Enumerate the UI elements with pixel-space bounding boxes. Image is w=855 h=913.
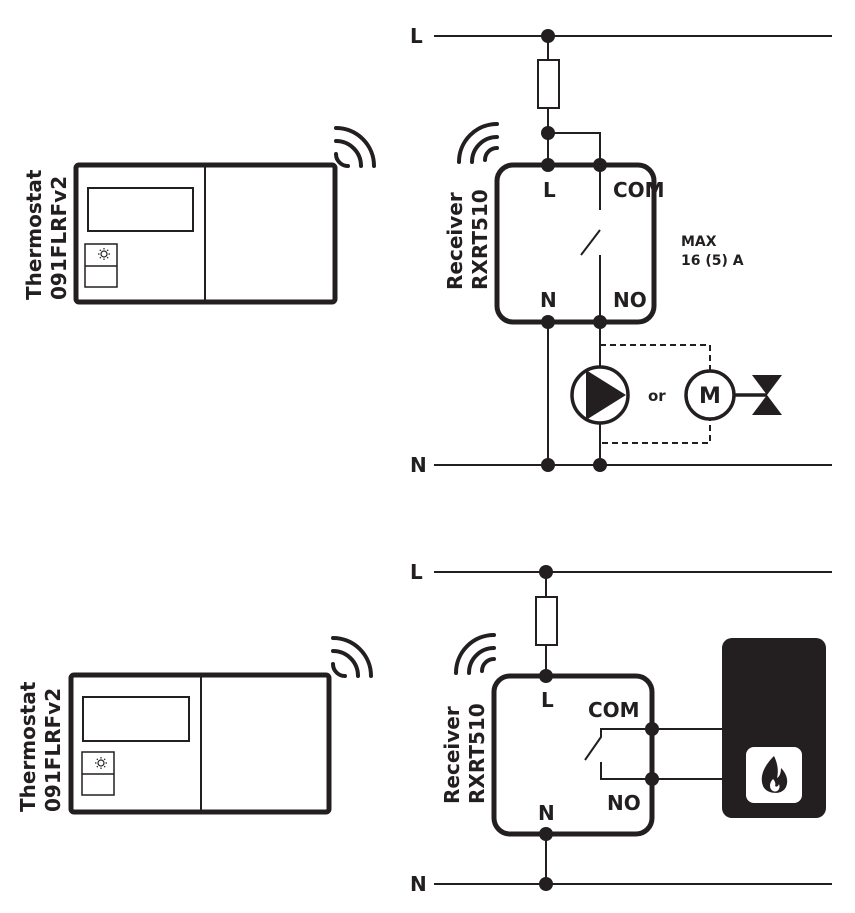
sun-icon (95, 757, 107, 769)
boiler-icon (722, 638, 826, 818)
moon-icon (101, 271, 106, 281)
terminal-n: N (540, 288, 557, 312)
terminal-com: COM (588, 698, 640, 722)
thermostat-bottom: Thermostat 091FLRFv2 (16, 636, 373, 815)
thermostat-label-line2: 091FLRFv2 (41, 688, 65, 812)
line-label: L (410, 24, 423, 48)
receiver-label-line1: Receiver (443, 192, 467, 290)
receiver-top: Receiver RXRT510 L COM N NO (443, 122, 665, 325)
motor-label: M (699, 384, 721, 409)
moon-icon (98, 780, 103, 790)
wireless-signal-icon (457, 122, 499, 164)
supply-rails-bottom: L N (410, 560, 832, 896)
thermostat-display (87, 187, 194, 232)
terminal-n: N (538, 801, 555, 825)
receiver-label-line2: RXRT510 (465, 703, 489, 804)
terminal-com: COM (613, 178, 665, 202)
valve-icon (734, 375, 782, 415)
thermostat-label-line1: Thermostat (16, 681, 40, 812)
flame-icon (746, 747, 802, 803)
receiver-bottom: Receiver RXRT510 L COM N NO (440, 633, 655, 837)
terminal-l: L (541, 688, 554, 712)
fuse-icon (537, 59, 560, 109)
thermostat-buttons (84, 243, 118, 288)
pump-icon (570, 365, 630, 425)
neutral-label: N (410, 872, 427, 896)
terminal-l: L (543, 178, 556, 202)
wireless-signal-icon (331, 636, 373, 678)
or-label: or (648, 387, 666, 405)
junction-dots-bottom (539, 565, 659, 891)
wiring-bottom (545, 572, 722, 884)
thermostat-top: Thermostat 091FLRFv2 (22, 126, 376, 305)
thermostat-buttons (81, 751, 115, 796)
sun-icon (98, 248, 110, 260)
max-rating-line1: MAX (681, 234, 717, 250)
max-rating-line2: 16 (5) A (681, 253, 744, 269)
wiring-top (547, 36, 711, 465)
thermostat-display (82, 696, 190, 742)
motor-icon: M (684, 369, 736, 421)
fuse-icon (535, 596, 558, 646)
line-label: L (410, 560, 423, 584)
wireless-signal-icon (454, 633, 496, 675)
terminal-no: NO (607, 791, 641, 815)
neutral-label: N (410, 453, 427, 477)
junction-dots-top (541, 29, 607, 472)
thermostat-label-line1: Thermostat (22, 169, 46, 300)
thermostat-label-line2: 091FLRFv2 (47, 176, 71, 300)
wireless-signal-icon (334, 126, 376, 168)
receiver-label-line1: Receiver (440, 706, 464, 804)
receiver-label-line2: RXRT510 (468, 189, 492, 290)
terminal-no: NO (613, 288, 647, 312)
supply-rails-top: L N (410, 24, 832, 477)
top-wiring-diagram: Thermostat 091FLRFv2 L N (22, 24, 832, 477)
bottom-wiring-diagram: Thermostat 091FLRFv2 L N (16, 560, 832, 896)
